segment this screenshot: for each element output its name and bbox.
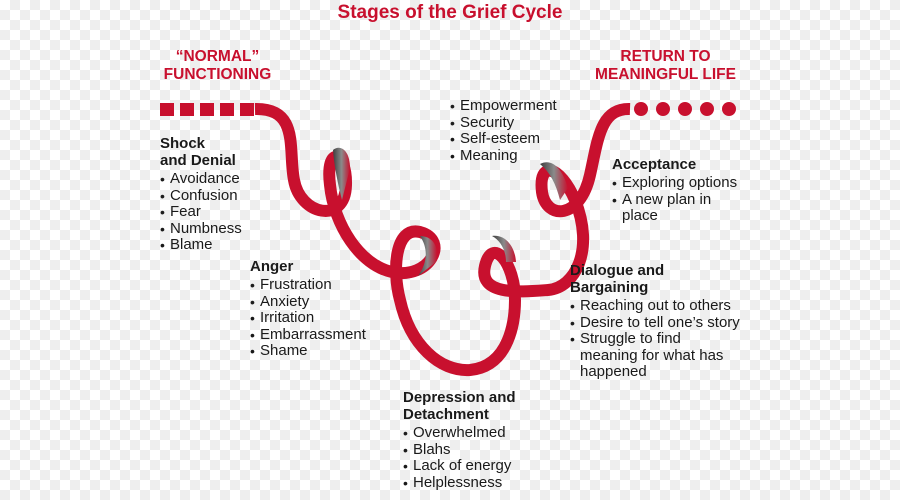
start-label-line2: FUNCTIONING xyxy=(163,66,272,83)
list-item: Blahs xyxy=(403,441,516,459)
stage-acceptance: Acceptance Exploring options A new plan … xyxy=(612,156,737,225)
twist-acceptance xyxy=(540,162,568,200)
list-item: Struggle to find xyxy=(570,330,740,348)
diagram-title: Stages of the Grief Cycle xyxy=(337,2,563,23)
list-item: A new plan in xyxy=(612,191,737,209)
list-item: Anxiety xyxy=(250,293,366,311)
stage-depression-title-line2: Detachment xyxy=(403,406,489,423)
list-item: Lack of energy xyxy=(403,457,516,475)
list-item: Shame xyxy=(250,342,366,360)
list-item: Exploring options xyxy=(612,174,737,192)
stage-dialogue-bargaining: Dialogue and Bargaining Reaching out to … xyxy=(570,262,740,381)
list-item-continuation: meaning for what has xyxy=(580,346,724,364)
list-item: Self-esteem xyxy=(450,130,557,148)
start-dashes xyxy=(160,103,254,116)
list-item: Fear xyxy=(160,203,242,221)
end-label: RETURN TO MEANINGFUL LIFE xyxy=(588,48,743,84)
list-item: Desire to tell one’s story xyxy=(570,314,740,332)
stage-acceptance-title: Acceptance xyxy=(612,156,697,173)
stage-depression-title-line1: Depression and xyxy=(403,389,516,406)
stage-shock-denial: Shock and Denial Avoidance Confusion Fea… xyxy=(160,135,242,254)
stage-dialogue-title-line1: Dialogue and xyxy=(570,262,665,279)
list-item: Overwhelmed xyxy=(403,424,516,442)
list-item: Embarrassment xyxy=(250,326,366,344)
stage-shock-title-line2: and Denial xyxy=(160,152,236,169)
stage-shock-title-line1: Shock xyxy=(160,135,206,152)
list-item: Empowerment xyxy=(450,97,557,115)
twist-shock xyxy=(333,147,350,200)
stage-empowerment-list: Empowerment Security Self-esteem Meaning xyxy=(450,97,557,165)
list-item: Irritation xyxy=(250,309,366,327)
twist-anger xyxy=(418,236,438,276)
twist-depression xyxy=(492,235,516,262)
stage-depression-detachment: Depression and Detachment Overwhelmed Bl… xyxy=(403,389,516,491)
list-item: Security xyxy=(450,114,557,132)
list-item: Confusion xyxy=(160,187,242,205)
list-item-continuation: happened xyxy=(580,363,647,380)
list-item: Numbness xyxy=(160,220,242,238)
list-item: Avoidance xyxy=(160,170,242,188)
list-item: Meaning xyxy=(450,147,557,165)
list-item: Helplessness xyxy=(403,474,516,492)
list-item: Frustration xyxy=(250,276,366,294)
start-label-line1: “NORMAL” xyxy=(175,48,260,65)
stage-anger-title: Anger xyxy=(250,258,294,275)
end-label-line2: MEANINGFUL LIFE xyxy=(595,66,736,83)
end-dots xyxy=(634,102,736,116)
start-label: “NORMAL” FUNCTIONING xyxy=(150,48,285,84)
stage-anger: Anger Frustration Anxiety Irritation Emb… xyxy=(250,258,366,360)
list-item-continuation: place xyxy=(622,207,658,224)
end-label-line1: RETURN TO xyxy=(620,48,711,65)
list-item: Reaching out to others xyxy=(570,297,740,315)
stage-dialogue-title-line2: Bargaining xyxy=(570,279,649,296)
list-item: Blame xyxy=(160,236,242,254)
